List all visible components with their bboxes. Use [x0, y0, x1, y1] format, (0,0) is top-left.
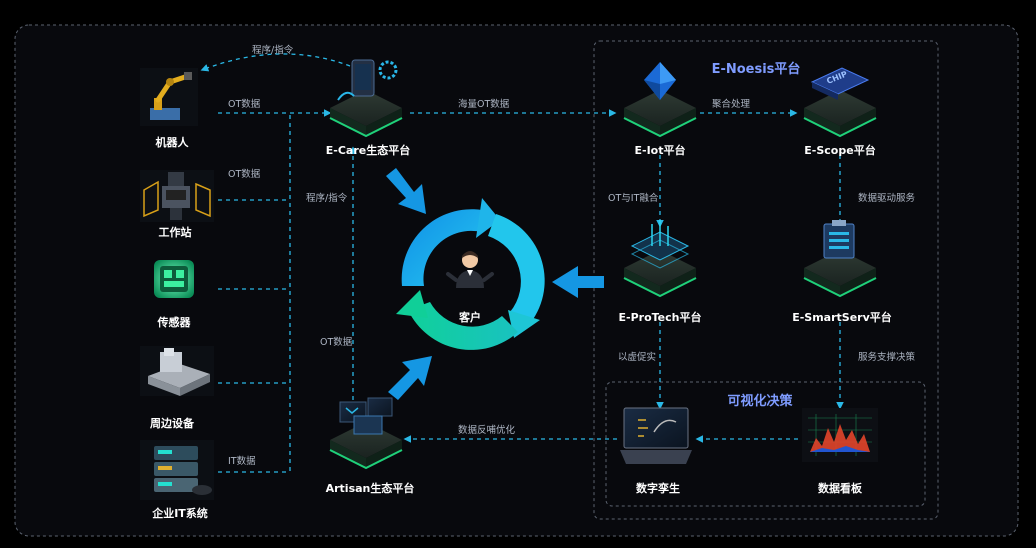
edge-label-massive-ot: 海量OT数据 — [458, 99, 510, 110]
artisan-icon — [329, 397, 403, 470]
customer-avatar — [446, 251, 494, 288]
edge-label-data-driven: 数据驱动服务 — [858, 193, 916, 204]
visual-title: 可视化决策 — [727, 394, 793, 409]
robot-icon — [140, 68, 198, 126]
eprotech-icon — [623, 220, 697, 298]
arrow-ecare-to-cycle — [386, 168, 426, 214]
eprotech-label: E-ProTech平台 — [618, 311, 702, 324]
customer-cycle — [396, 198, 545, 350]
sensor-icon — [154, 260, 194, 298]
digital-twin-icon — [620, 407, 692, 464]
ecare-icon — [329, 59, 403, 138]
edge-label-ot-data-ws: OT数据 — [228, 169, 261, 180]
visual-group-box — [605, 381, 926, 507]
dashboard-label: 数据看板 — [818, 482, 862, 495]
ecare-label: E-Care生态平台 — [325, 144, 411, 157]
edge-label-ot-it-fusion: OT与IT融合 — [608, 193, 659, 204]
workstation-label: 工作站 — [158, 226, 192, 239]
robot-label: 机器人 — [155, 136, 189, 149]
workstation-icon — [140, 170, 214, 222]
edge-label-virtual-real: 以虚促实 — [618, 352, 657, 363]
edge-label-ot-data-mid: OT数据 — [320, 337, 353, 348]
artisan-label: Artisan生态平台 — [325, 482, 415, 495]
dashboard-icon — [802, 408, 878, 462]
escope-label: E-Scope平台 — [804, 144, 876, 157]
esmartserv-icon — [803, 220, 877, 298]
edge-label-it-data: IT数据 — [228, 456, 256, 467]
edge-label-program-cmd-top: 程序/指令 — [252, 45, 294, 56]
enterprise-it-label: 企业IT系统 — [152, 507, 208, 520]
peripheral-icon — [140, 346, 214, 396]
enterprise-it-icon — [140, 440, 214, 500]
outer-panel — [14, 24, 1019, 537]
edge-label-ot-data-robot: OT数据 — [228, 99, 261, 110]
edge-label-support-decision: 服务支撑决策 — [858, 352, 916, 363]
arrow-eprotech-to-cycle — [552, 266, 604, 298]
esmartserv-label: E-SmartServ平台 — [792, 311, 892, 324]
edge-program-cmd-top — [200, 53, 351, 72]
sensor-label: 传感器 — [157, 316, 191, 329]
edge-label-aggregate: 聚合处理 — [712, 99, 751, 110]
customer-label: 客户 — [459, 311, 481, 324]
eiot-icon — [623, 62, 697, 138]
enoesis-title: E-Noesis平台 — [711, 62, 801, 77]
peripheral-label: 周边设备 — [150, 417, 194, 430]
digital-twin-label: 数字孪生 — [636, 482, 680, 495]
arrow-artisan-to-cycle — [388, 356, 432, 400]
edge-label-program-cmd-mid: 程序/指令 — [306, 193, 348, 204]
edge-label-feedback: 数据反哺优化 — [458, 425, 516, 436]
eiot-label: E-Iot平台 — [634, 144, 686, 157]
escope-icon: CHIP — [803, 67, 877, 138]
